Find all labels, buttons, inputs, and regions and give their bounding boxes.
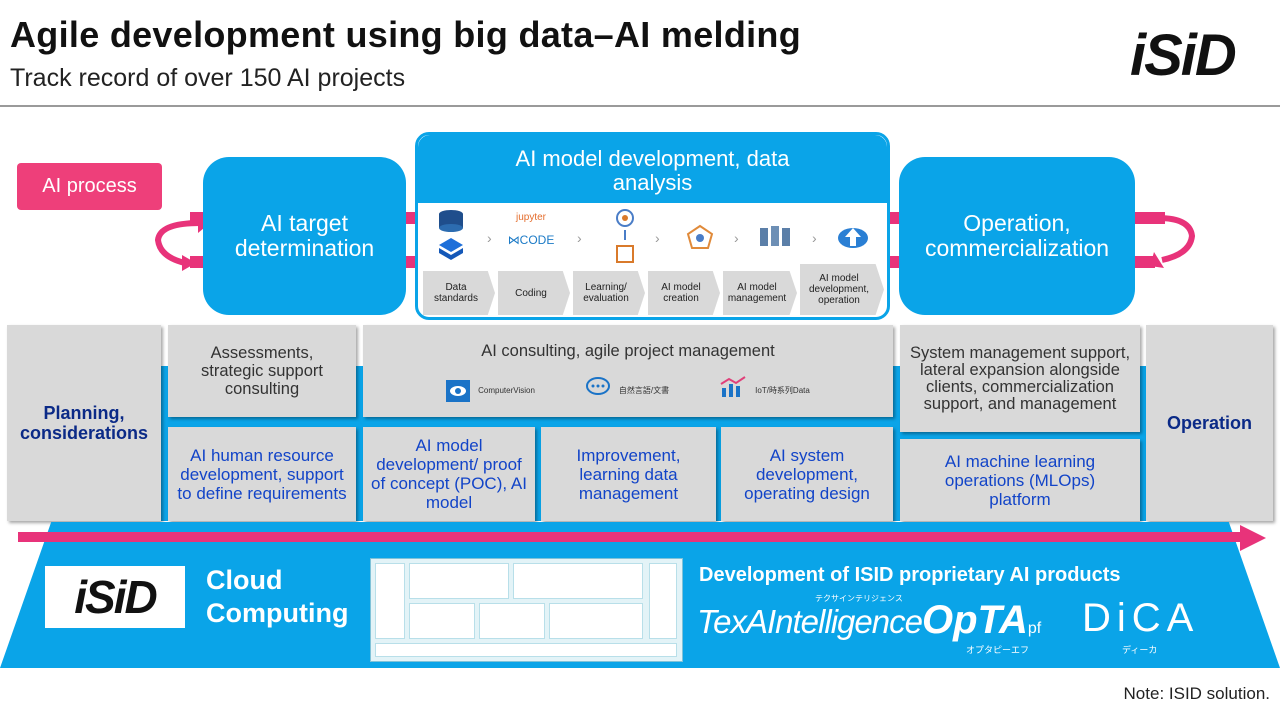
- system-management-box: System management support, lateral expan…: [900, 325, 1140, 432]
- step-ai-model-creation: AI model creation: [648, 271, 720, 315]
- stage-operation-commercialization: Operation, commercialization: [899, 157, 1135, 315]
- step-ai-model-development-operation: AI model development, operation: [800, 264, 884, 315]
- timeseries-chart-icon: [719, 376, 747, 405]
- right-loop-arrow-icon: [1150, 215, 1196, 268]
- model-management-icon: [758, 224, 792, 250]
- isid-logo-text: iSiD: [1130, 23, 1237, 88]
- timeline-arrow-line: [18, 532, 1248, 542]
- improvement-box: Improvement, learning data management: [541, 427, 716, 521]
- consulting-items: ComputerVision 自然言語/文書 IoT/時系列Data: [363, 376, 893, 405]
- consulting-box: AI consulting, agile project management …: [363, 325, 893, 417]
- isid-bottom-logo-text: iSiD: [74, 571, 157, 623]
- footnote: Note: ISID solution.: [1123, 684, 1270, 703]
- arrow-right-icon: [1240, 525, 1266, 551]
- platform-screenshot: [370, 558, 683, 662]
- chevron-right-icon: ›: [812, 230, 817, 246]
- learning-chip-icon: [612, 208, 638, 266]
- poc-box: AI model development/ proof of concept (…: [363, 427, 535, 521]
- mlops-box: AI machine learning operations (MLOps) p…: [900, 439, 1140, 521]
- left-loop-arrow-icon: [154, 213, 210, 271]
- ai-model-creation-icon: [686, 224, 714, 252]
- consulting-item: IoT/時系列Data: [719, 376, 810, 405]
- database-icon: [436, 208, 466, 264]
- consulting-item: 自然言語/文書: [585, 377, 669, 404]
- products-heading: Development of ISID proprietary AI produ…: [699, 564, 1121, 586]
- chevron-right-icon: ›: [734, 230, 739, 246]
- jupyter-vscode-logos: jupyter ⋈CODE: [504, 212, 558, 262]
- cloud-computing-label: Cloud Computing: [206, 565, 349, 628]
- isid-bottom-logo: iSiD: [45, 566, 185, 628]
- chevron-right-icon: ›: [577, 230, 582, 246]
- isid-logo: iSiD: [1130, 23, 1237, 88]
- eye-icon: [446, 379, 471, 402]
- hr-development-box: AI human resource development, support t…: [168, 427, 356, 521]
- step-coding: Coding: [498, 271, 570, 315]
- consulting-item: ComputerVision: [446, 379, 535, 402]
- process-flow-line-top-right: [1125, 212, 1165, 224]
- consulting-label: AI consulting, agile project management: [481, 342, 775, 360]
- step-ai-model-management: AI model management: [723, 271, 797, 315]
- stage-ai-model-development-title: AI model development, data analysis: [418, 135, 887, 203]
- page-subtitle: Track record of over 150 AI projects: [10, 64, 406, 92]
- header-divider: [0, 105, 1280, 107]
- step-learning-evaluation: Learning/ evaluation: [573, 271, 645, 315]
- dica-logo: DiCA ディーカ: [1082, 596, 1200, 655]
- page-title: Agile development using big data–AI meld…: [10, 14, 801, 55]
- ai-process-label: AI process: [17, 163, 162, 210]
- chevron-right-icon: ›: [655, 230, 660, 246]
- assessments-box: Assessments, strategic support consultin…: [168, 325, 356, 417]
- opta-logo: OpTApf オプタピーエフ: [922, 598, 1042, 655]
- texintelligence-logo: TexAIntelligence テクサインテリジェンス: [697, 594, 923, 640]
- chat-bubble-icon: [585, 377, 611, 404]
- stage-ai-target-determination: AI target determination: [203, 157, 406, 315]
- jupyter-logo: jupyter: [515, 212, 546, 223]
- step-data-standards: Data standards: [423, 271, 495, 315]
- cloud-upload-icon: [836, 222, 870, 252]
- vscode-logo: ⋈CODE: [507, 233, 555, 247]
- operation-box: Operation: [1146, 325, 1273, 521]
- chevron-right-icon: ›: [487, 230, 492, 246]
- system-development-box: AI system development, operating design: [721, 427, 893, 521]
- planning-considerations-box: Planning, considerations: [7, 325, 161, 521]
